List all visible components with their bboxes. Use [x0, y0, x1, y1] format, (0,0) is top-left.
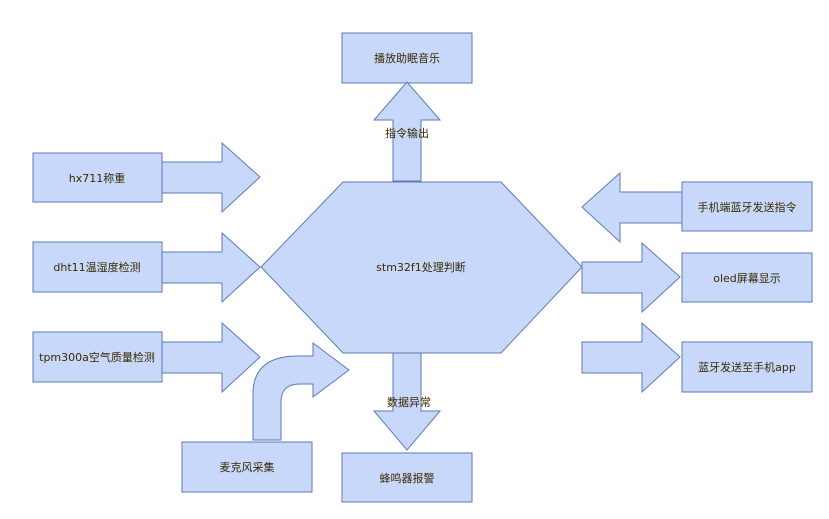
arrow-curved-microphone — [252, 342, 350, 441]
node-tpm300a-label: tpm300a空气质量检测 — [39, 350, 155, 364]
node-phone-bluetooth-box — [681, 181, 813, 232]
node-microphone-label: 麦克风采集 — [220, 460, 275, 474]
arrow-down-abnormal — [372, 352, 442, 451]
node-hx711-box — [32, 152, 163, 203]
node-stm32-label: stm32f1处理判断 — [376, 260, 466, 274]
node-oled-box — [681, 252, 813, 303]
arrow-right-hx711 — [161, 141, 261, 214]
node-sleep-music-label: 播放助眠音乐 — [374, 51, 440, 65]
arrow-right-tpm300a — [161, 321, 261, 394]
arrow-right-bluetooth-app — [581, 321, 681, 394]
node-phone-bluetooth-label: 手机端蓝牙发送指令 — [698, 200, 797, 214]
edge-data-abnormal-label: 数据异常 — [387, 395, 431, 409]
node-buzzer-label: 蜂鸣器报警 — [380, 471, 435, 485]
node-buzzer-box — [341, 452, 473, 503]
node-bluetooth-app-label: 蓝牙发送至手机app — [698, 360, 796, 374]
arrow-right-oled — [581, 241, 681, 314]
node-sleep-music-box — [341, 32, 473, 84]
arrow-left-phone — [581, 171, 683, 244]
node-tpm300a-box — [32, 331, 163, 383]
node-hx711-label: hx711称重 — [69, 171, 125, 185]
node-dht11-box — [32, 241, 163, 293]
arrow-right-dht11 — [161, 231, 261, 304]
edge-command-output-label: 指令输出 — [385, 126, 429, 140]
arrow-up-command — [372, 81, 442, 182]
node-microphone-box — [181, 441, 313, 493]
node-bluetooth-app-box — [681, 341, 813, 393]
node-oled-label: oled屏幕显示 — [713, 271, 781, 285]
node-dht11-label: dht11温湿度检测 — [53, 260, 140, 274]
